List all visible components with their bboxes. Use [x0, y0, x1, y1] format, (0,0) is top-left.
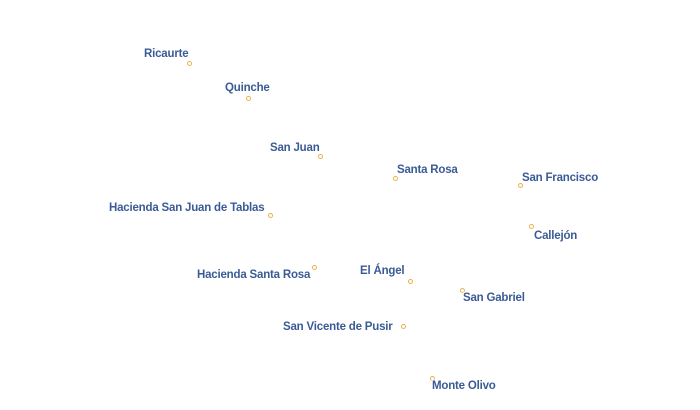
place-marker-quinche[interactable] — [246, 96, 251, 101]
place-marker-ricaurte[interactable] — [187, 61, 192, 66]
place-label-santa-rosa: Santa Rosa — [397, 164, 458, 176]
place-label-san-vicente-de-pusir: San Vicente de Pusir — [283, 321, 393, 333]
place-marker-hacienda-san-juan-de-tablas[interactable] — [268, 213, 273, 218]
place-label-san-gabriel: San Gabriel — [463, 292, 525, 304]
place-marker-monte-olivo[interactable] — [430, 376, 435, 381]
place-marker-el-angel[interactable] — [408, 279, 413, 284]
place-marker-san-gabriel[interactable] — [460, 288, 465, 293]
place-label-san-francisco: San Francisco — [522, 172, 599, 184]
place-label-quinche: Quinche — [225, 82, 270, 94]
place-marker-san-francisco[interactable] — [518, 183, 523, 188]
place-label-hacienda-santa-rosa: Hacienda Santa Rosa — [197, 269, 311, 281]
place-marker-hacienda-santa-rosa[interactable] — [312, 265, 317, 270]
place-marker-san-juan[interactable] — [318, 154, 323, 159]
place-label-callejon: Callejón — [534, 230, 578, 242]
place-label-el-angel: El Ángel — [360, 265, 405, 277]
place-marker-santa-rosa[interactable] — [393, 176, 398, 181]
place-marker-callejon[interactable] — [529, 224, 534, 229]
place-label-monte-olivo: Monte Olivo — [432, 380, 496, 392]
place-label-san-juan: San Juan — [270, 142, 320, 154]
place-marker-san-vicente-de-pusir[interactable] — [401, 324, 406, 329]
place-label-ricaurte: Ricaurte — [144, 48, 189, 60]
place-label-hacienda-san-juan-de-tablas: Hacienda San Juan de Tablas — [109, 202, 265, 214]
